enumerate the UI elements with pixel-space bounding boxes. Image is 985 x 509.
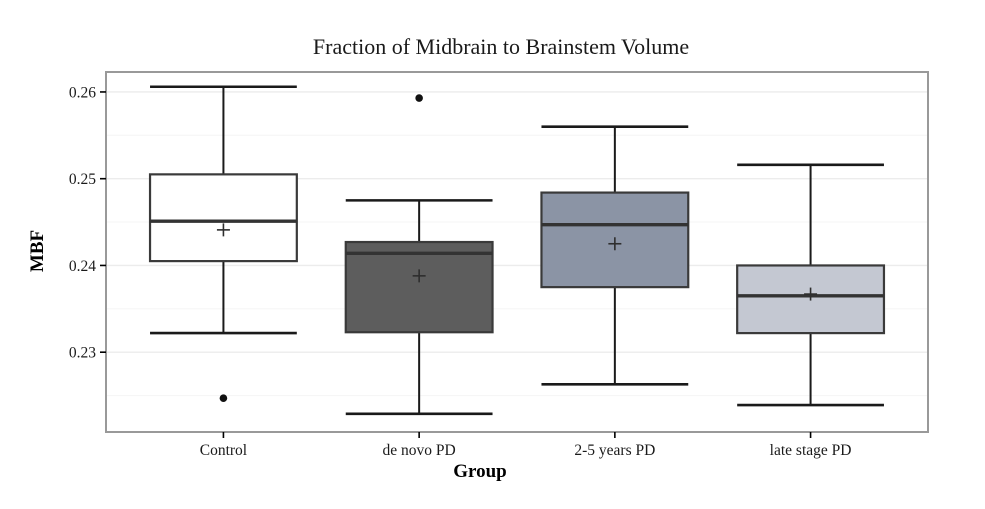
x-axis-title: Group [453, 461, 507, 482]
box-de-novo-pd [344, 240, 494, 334]
y-tick-label: 0.25 [69, 171, 96, 188]
x-tick-label-2-5-years-pd: 2-5 years PD [574, 442, 655, 459]
x-tick-label-de-novo-pd: de novo PD [383, 442, 456, 459]
x-tick-label-late-stage-pd: late stage PD [770, 442, 852, 459]
chart-title: Fraction of Midbrain to Brainstem Volume [312, 34, 690, 59]
panel-border [105, 71, 929, 433]
outlier-point-de-novo-pd [415, 94, 423, 102]
outlier-point-control [219, 394, 228, 402]
x-tick-label-control: Control [200, 442, 247, 459]
y-tick-label: 0.24 [69, 258, 96, 275]
y-tick-label: 0.26 [69, 84, 96, 101]
y-tick-label: 0.23 [69, 345, 96, 362]
box-control [148, 173, 298, 263]
